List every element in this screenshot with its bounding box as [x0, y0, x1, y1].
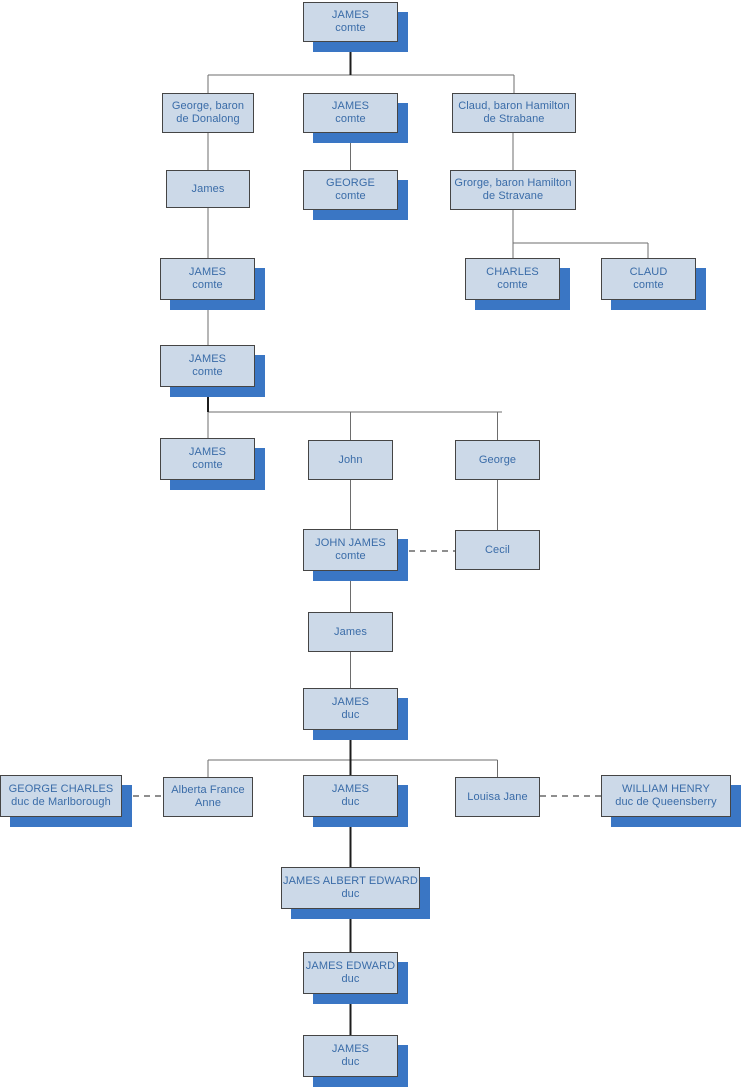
person-name: GEORGE CHARLES	[8, 783, 114, 795]
person-node[interactable]: CLAUD comte	[601, 258, 696, 300]
person-node[interactable]: JAMES comte	[160, 258, 255, 300]
person-node[interactable]: Grorge, baron Hamilton de Stravane	[450, 170, 576, 210]
person-node[interactable]: JAMES duc	[303, 775, 398, 817]
person-node[interactable]: JAMES duc	[303, 1035, 398, 1077]
person-node[interactable]: Cecil	[455, 530, 540, 570]
person-name: Claud, baron Hamilton	[458, 100, 570, 112]
person-name: JAMES	[188, 446, 227, 458]
person-name: JAMES	[188, 353, 227, 365]
person-node[interactable]: JAMES ALBERT EDWARD duc	[281, 867, 420, 909]
person-name: CHARLES	[486, 266, 539, 278]
person-name: JAMES	[331, 100, 370, 112]
person-name: JAMES	[331, 783, 370, 795]
person-node[interactable]: WILLIAM HENRY duc de Queensberry	[601, 775, 731, 817]
person-title: de Donalong	[176, 113, 240, 125]
person-node[interactable]: Claud, baron Hamilton de Strabane	[452, 93, 576, 133]
person-node[interactable]: GEORGE comte	[303, 170, 398, 210]
person-name: Alberta France	[171, 784, 245, 796]
person-node[interactable]: JAMES comte	[303, 93, 398, 133]
person-name: JOHN JAMES	[315, 537, 386, 549]
person-node[interactable]: George, baron de Donalong	[162, 93, 254, 133]
person-node[interactable]: JAMES duc	[303, 688, 398, 730]
person-name: WILLIAM HENRY	[622, 783, 710, 795]
person-title: duc de Marlborough	[11, 796, 111, 808]
person-node[interactable]: Alberta France Anne	[163, 777, 253, 817]
person-node[interactable]: James	[308, 612, 393, 652]
person-name: GEORGE	[326, 177, 375, 189]
person-title: comte	[335, 22, 366, 34]
person-node[interactable]: JAMES comte	[303, 2, 398, 42]
person-name: James	[191, 182, 225, 195]
person-node[interactable]: JAMES EDWARD duc	[303, 952, 398, 994]
person-node[interactable]: GEORGE CHARLES duc de Marlborough	[0, 775, 122, 817]
person-name: James	[334, 625, 367, 638]
person-node[interactable]: JAMES comte	[160, 438, 255, 480]
person-title: comte	[335, 190, 366, 202]
person-node[interactable]: CHARLES comte	[465, 258, 560, 300]
person-node[interactable]: George	[455, 440, 540, 480]
person-title: duc de Queensberry	[615, 796, 717, 808]
person-name: John	[338, 453, 363, 466]
person-name: JAMES	[188, 266, 227, 278]
person-name: CLAUD	[629, 266, 668, 278]
person-title: comte	[192, 366, 223, 378]
person-name: George	[478, 453, 517, 466]
person-title: duc	[341, 709, 360, 721]
person-title: comte	[335, 113, 366, 125]
person-title: de Stravane	[482, 190, 544, 202]
person-name: Cecil	[485, 543, 510, 556]
person-title: comte	[335, 550, 366, 562]
person-title: duc	[341, 888, 360, 900]
person-title: comte	[497, 279, 528, 291]
person-node[interactable]: John	[308, 440, 393, 480]
person-title: Anne	[194, 797, 222, 809]
person-title: de Strabane	[483, 113, 545, 125]
person-name: JAMES	[331, 9, 370, 21]
person-node[interactable]: James	[166, 170, 250, 208]
person-title: duc	[341, 973, 360, 985]
person-node[interactable]: JAMES comte	[160, 345, 255, 387]
person-node[interactable]: JOHN JAMES comte	[303, 529, 398, 571]
person-name: George, baron	[171, 100, 245, 112]
person-name: JAMES	[331, 1043, 370, 1055]
person-name: JAMES ALBERT EDWARD	[283, 875, 418, 887]
person-title: comte	[192, 459, 223, 471]
person-name: Louisa Jane	[467, 790, 528, 803]
person-name: Grorge, baron Hamilton	[454, 177, 572, 189]
person-name: JAMES EDWARD	[305, 960, 396, 972]
person-node[interactable]: Louisa Jane	[455, 777, 540, 817]
person-title: duc	[341, 1056, 360, 1068]
person-title: comte	[192, 279, 223, 291]
person-title: comte	[633, 279, 664, 291]
person-title: duc	[341, 796, 360, 808]
person-name: JAMES	[331, 696, 370, 708]
